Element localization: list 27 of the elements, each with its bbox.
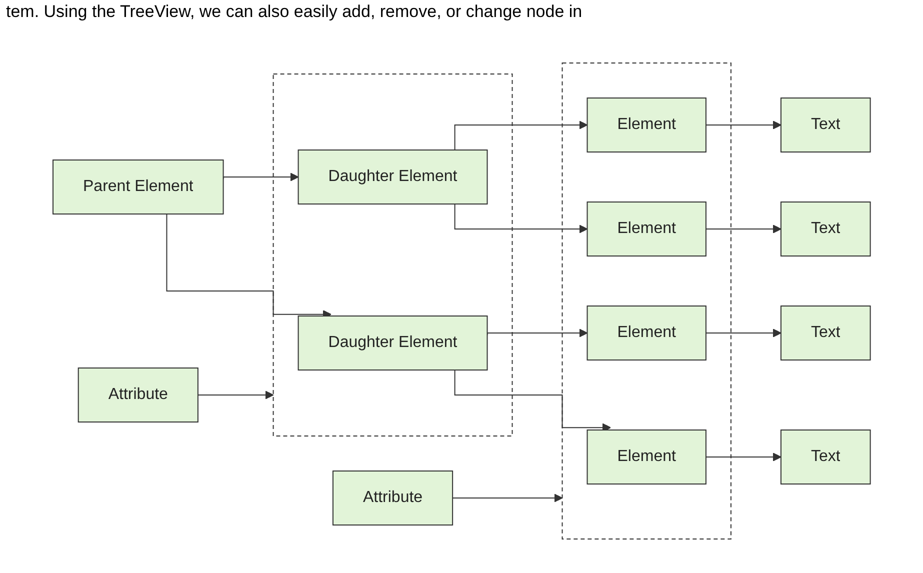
- cluster: [562, 62, 732, 539]
- node-box: Element: [586, 305, 706, 360]
- node-box: Daughter Element: [298, 315, 488, 370]
- node-box: Element: [586, 201, 706, 256]
- node-box: Daughter Element: [298, 149, 488, 204]
- body-text: tem. Using the TreeView, we can also easily add, remove, or change node in: [6, 2, 582, 22]
- arrow: [454, 120, 588, 150]
- arrow: [454, 369, 611, 432]
- node-box: Parent Element: [52, 159, 224, 214]
- node-box: Element: [586, 97, 706, 152]
- node-box: Attribute: [332, 470, 453, 525]
- node-box: Text: [780, 429, 871, 484]
- cluster: [272, 73, 513, 436]
- arrow: [705, 120, 782, 129]
- arrow: [705, 452, 782, 461]
- arrow: [486, 328, 588, 337]
- arrow: [454, 203, 588, 233]
- arrow: [705, 328, 782, 337]
- arrow: [452, 493, 562, 502]
- node-box: Text: [780, 305, 871, 360]
- arrow: [222, 172, 299, 181]
- node-box: Attribute: [78, 367, 198, 422]
- node-box: Element: [586, 429, 706, 484]
- arrow: [197, 390, 274, 399]
- node-box: Text: [780, 97, 871, 152]
- node-box: Text: [780, 201, 871, 256]
- arrow: [705, 224, 782, 233]
